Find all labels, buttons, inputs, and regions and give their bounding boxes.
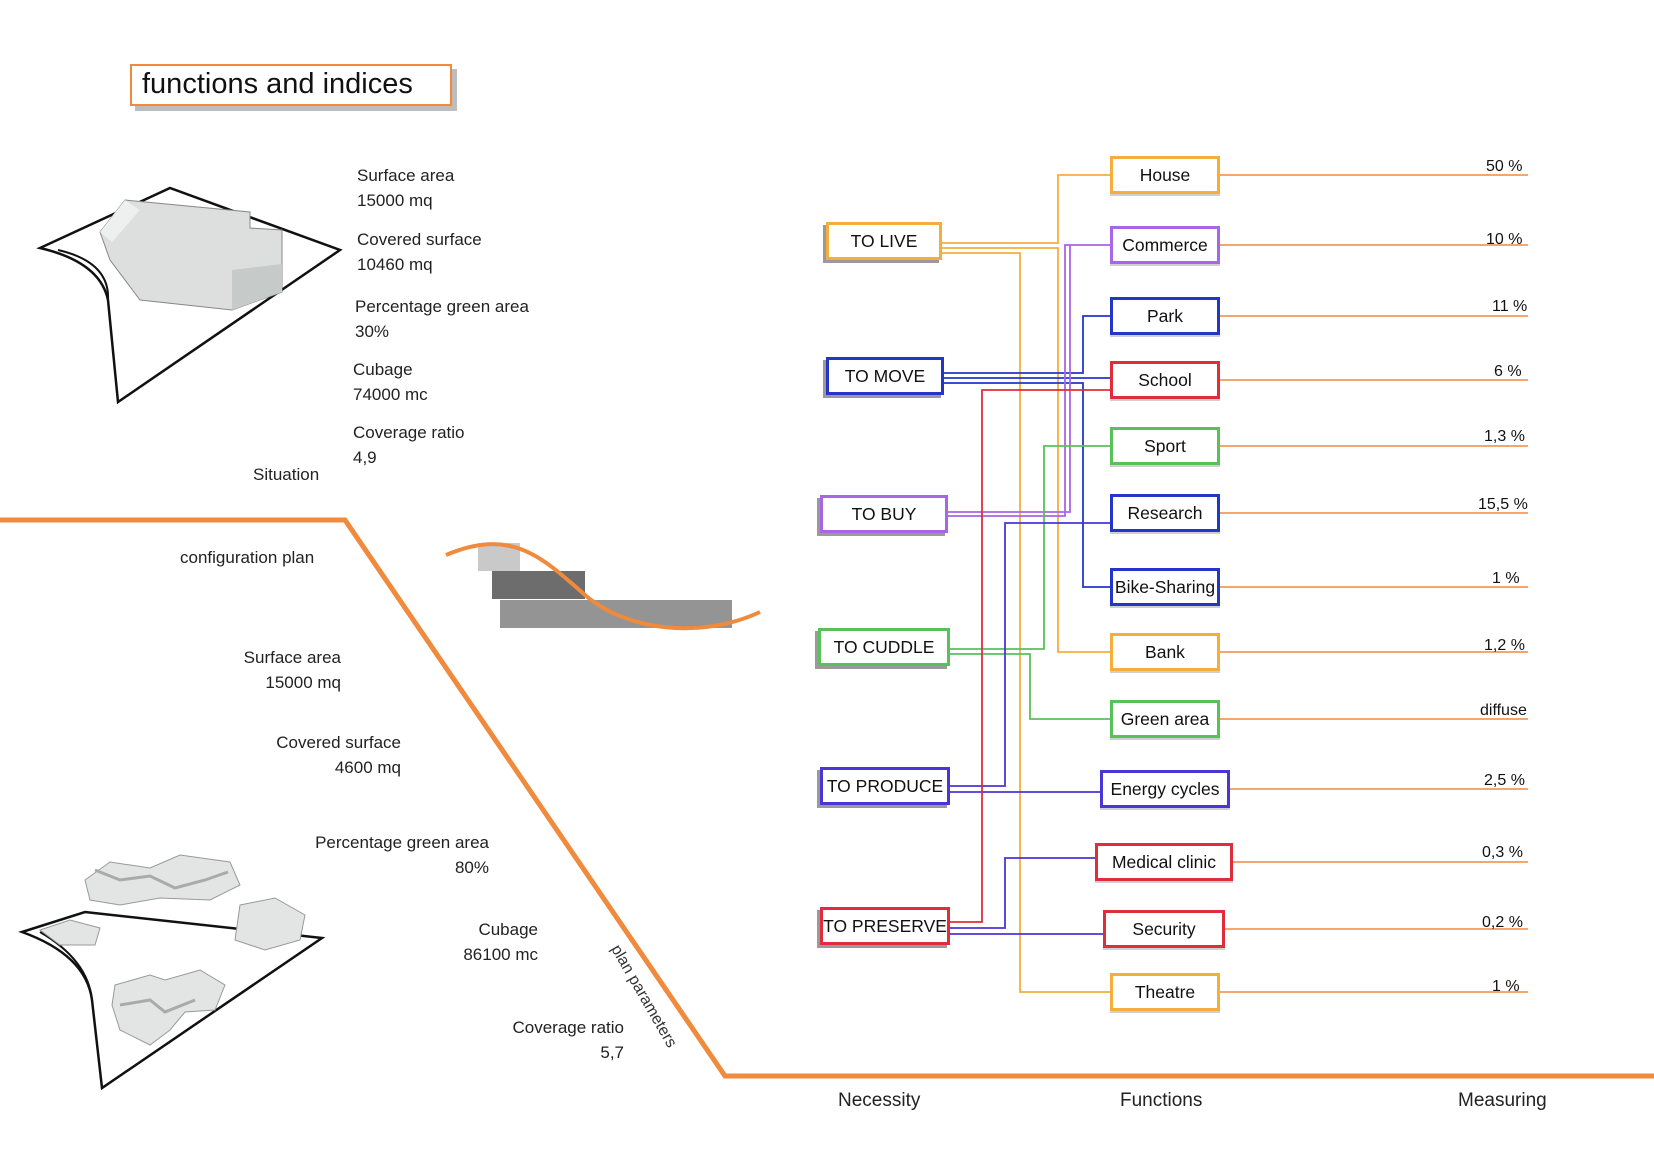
necessity-live: TO LIVE [826, 222, 942, 260]
situation-site-drawing [36, 186, 343, 405]
measure-park: 11 % [1492, 298, 1528, 315]
function-green-area: Green area [1110, 700, 1220, 738]
necessity-move: TO MOVE [826, 357, 944, 395]
necessity-cuddle: TO CUDDLE [818, 628, 950, 666]
connector-live-0 [942, 174, 1110, 244]
column-header-measuring: Measuring [1458, 1090, 1547, 1111]
function-school: School [1110, 361, 1220, 399]
function-bank: Bank [1110, 633, 1220, 671]
page-title: functions and indices [142, 68, 413, 100]
function-bike-sharing: Bike-Sharing [1110, 568, 1220, 606]
measure-lines [1220, 174, 1528, 993]
function-medical-clinic: Medical clinic [1095, 843, 1233, 881]
column-header-functions: Functions [1120, 1090, 1203, 1111]
necessity-preserve: TO PRESERVE [820, 907, 950, 945]
necessity-buy: TO BUY [820, 495, 948, 533]
necessity-produce: TO PRODUCE [820, 767, 950, 805]
measure-medical-clinic: 0,3 % [1482, 844, 1523, 861]
connector-produce-13 [950, 857, 1095, 929]
connector-preserve-12 [950, 389, 1110, 923]
configuration-site-drawing [18, 854, 326, 1091]
function-security: Security [1103, 910, 1225, 948]
wave-graphic [445, 542, 761, 631]
function-house: House [1110, 156, 1220, 194]
function-sport: Sport [1110, 427, 1220, 465]
measure-school: 6 % [1494, 363, 1522, 380]
measure-bank: 1,2 % [1484, 637, 1525, 654]
measure-house: 50 % [1486, 158, 1523, 175]
page-title-box: functions and indices [130, 64, 452, 106]
measure-energy-cycles: 2,5 % [1484, 772, 1525, 789]
function-energy-cycles: Energy cycles [1100, 770, 1230, 808]
measure-sport: 1,3 % [1484, 428, 1525, 445]
measure-theatre: 1 % [1492, 978, 1520, 995]
situation-label: Situation [253, 465, 320, 484]
divider-line [0, 517, 1654, 1079]
connector-buy-6 [948, 244, 1110, 517]
connector-cuddle-8 [950, 445, 1110, 650]
column-header-necessity: Necessity [838, 1090, 921, 1111]
connector-lines [942, 174, 1110, 993]
connector-move-3 [944, 315, 1110, 374]
connector-move-5 [944, 382, 1110, 588]
connector-live-2 [942, 252, 1110, 993]
measure-green-area: diffuse [1480, 702, 1527, 719]
connector-buy-7 [948, 245, 1071, 513]
measure-commerce: 10 % [1486, 231, 1523, 248]
connector-cuddle-9 [950, 653, 1110, 720]
function-commerce: Commerce [1110, 226, 1220, 264]
measure-security: 0,2 % [1482, 914, 1523, 931]
measure-research: 15,5 % [1478, 496, 1528, 513]
function-park: Park [1110, 297, 1220, 335]
connector-produce-10 [950, 522, 1110, 787]
configuration-label: configuration plan [180, 548, 315, 567]
connector-live-1 [942, 247, 1110, 653]
function-theatre: Theatre [1110, 973, 1220, 1011]
function-research: Research [1110, 494, 1220, 532]
measure-bike-sharing: 1 % [1492, 570, 1520, 587]
